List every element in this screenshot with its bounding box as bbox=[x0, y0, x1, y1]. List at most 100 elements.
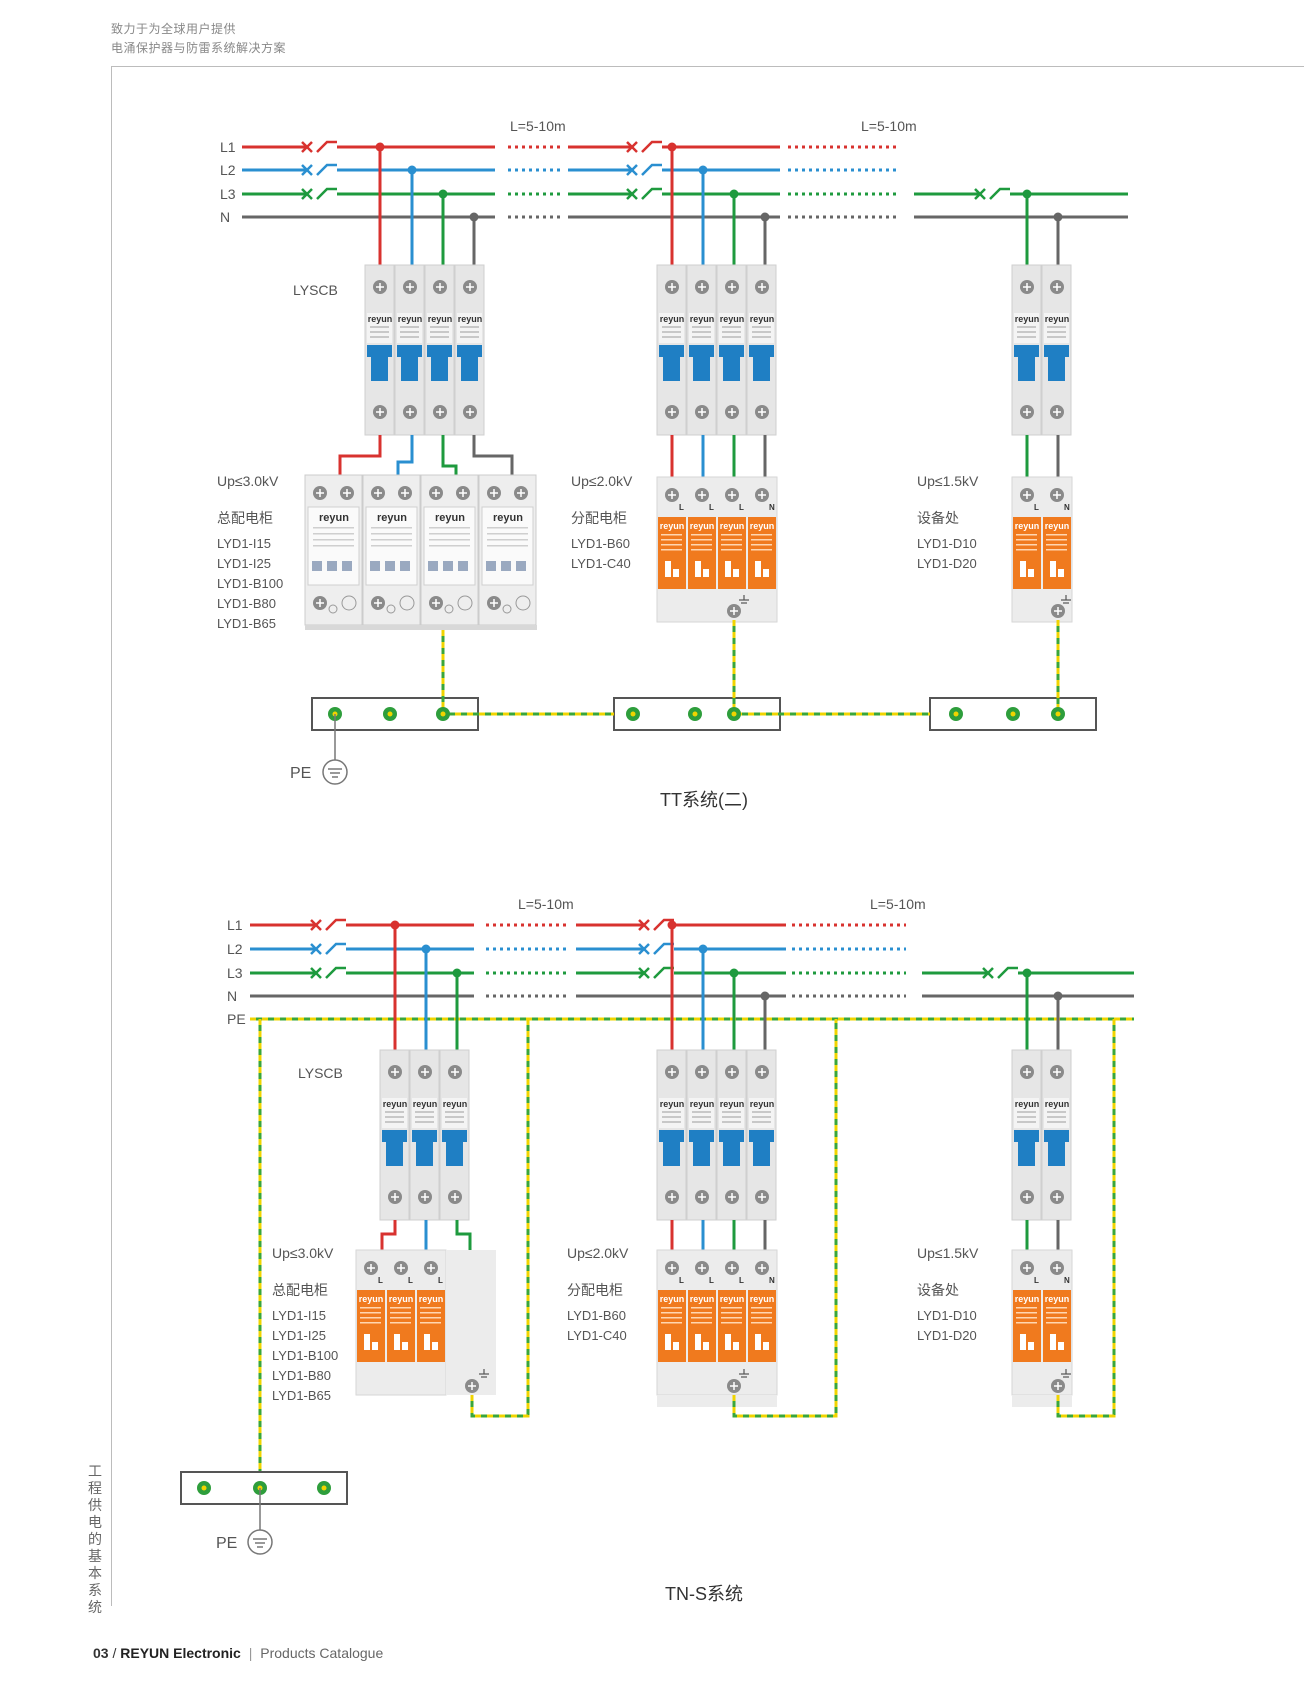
tt-junction-2 bbox=[667, 142, 677, 152]
spd-screw bbox=[695, 488, 709, 502]
spd-terminal-label: L bbox=[709, 1276, 714, 1285]
breaker-spec-line bbox=[1047, 336, 1066, 338]
spd-spec-line bbox=[721, 1322, 742, 1324]
breaker-spec-line bbox=[752, 1121, 771, 1123]
spd-module bbox=[688, 1290, 716, 1362]
footer-separator: | bbox=[248, 1645, 253, 1661]
tns-spd-1-ext bbox=[446, 1250, 496, 1395]
footer-catalogue: Products Catalogue bbox=[260, 1645, 384, 1661]
breaker-spec-line bbox=[370, 326, 389, 328]
tt-pe-label: PE bbox=[290, 765, 311, 782]
spd-grey-port bbox=[515, 595, 531, 611]
spd-brand-text: reyun bbox=[750, 1294, 775, 1304]
tt-pe-terminal-inner bbox=[1010, 711, 1016, 717]
spd-spec-line bbox=[721, 534, 742, 536]
tt-s1-switch-x bbox=[301, 141, 313, 153]
breaker-screw-top bbox=[403, 280, 417, 294]
spd-terminal-label: L bbox=[1034, 1276, 1039, 1285]
tt-conn-1c bbox=[441, 435, 458, 478]
spd-grey-screw bbox=[313, 486, 327, 500]
tt-s2-switch-x-b bbox=[626, 188, 638, 200]
spd-grey-spec bbox=[371, 545, 412, 547]
spd-spec-line bbox=[661, 1312, 682, 1314]
spd-spec-line bbox=[691, 1322, 712, 1324]
spd-window bbox=[695, 561, 701, 577]
tns-pe-link-2-yellow bbox=[732, 1019, 838, 1418]
breaker-screw-bottom bbox=[755, 1190, 769, 1204]
tns-line-label-l3: L3 bbox=[227, 965, 243, 981]
breaker-screw-top bbox=[373, 280, 387, 294]
spd-grey-brand: reyun bbox=[435, 512, 465, 524]
breaker-screw-bottom bbox=[1050, 1190, 1064, 1204]
tt-pe-terminal bbox=[436, 707, 450, 721]
spd-screw bbox=[755, 488, 769, 502]
tt-stage1-up-value: Up≤3.0kV bbox=[217, 473, 279, 489]
tns-spd-2-ext bbox=[657, 1395, 777, 1407]
spd-spec-line bbox=[691, 1312, 712, 1314]
tt-s1-switch-x-b bbox=[301, 188, 313, 200]
tt-conn-1d bbox=[472, 435, 514, 478]
breaker-spec-line bbox=[722, 336, 741, 338]
spd-module bbox=[658, 1290, 686, 1362]
tns-s2-switch-x bbox=[638, 919, 650, 931]
breaker-spec-line bbox=[1047, 1121, 1066, 1123]
spd-spec-line bbox=[1046, 544, 1067, 546]
tt-stage2-up-value: Up≤2.0kV bbox=[571, 473, 633, 489]
tt-line-label-n: N bbox=[220, 209, 230, 225]
breaker-handle-top bbox=[689, 1130, 714, 1142]
breaker-screw-bottom bbox=[403, 405, 417, 419]
breaker-screw-bottom bbox=[448, 1190, 462, 1204]
spd-spec-line bbox=[751, 544, 772, 546]
spd-terminal-label: N bbox=[769, 503, 775, 512]
breaker-screw-top bbox=[1020, 280, 1034, 294]
spd-window bbox=[665, 561, 671, 577]
spd-terminal-label: L bbox=[679, 503, 684, 512]
breaker-screw-bottom bbox=[695, 405, 709, 419]
spd-grey-spec bbox=[487, 539, 528, 541]
tt-pe-terminal bbox=[688, 707, 702, 721]
spd-window bbox=[725, 561, 731, 577]
tns-pe-link-1-yellow bbox=[470, 1019, 530, 1418]
spd-grey-rail bbox=[305, 625, 537, 630]
tns-stage3-up-value: Up≤1.5kV bbox=[917, 1245, 979, 1261]
tns-s1-switch-x bbox=[310, 967, 322, 979]
tt-junction-2 bbox=[760, 212, 770, 222]
tns-line-label-pe: PE bbox=[227, 1011, 246, 1027]
spd-spec-line bbox=[661, 549, 682, 551]
breaker-screw-top bbox=[665, 280, 679, 294]
breaker-spec-line bbox=[370, 331, 389, 333]
breaker-spec-line bbox=[692, 1116, 711, 1118]
tns-stage1-model: LYD1-I25 bbox=[272, 1328, 326, 1343]
spd-grey-screw bbox=[340, 486, 354, 500]
tns-s2-switch-x-b bbox=[638, 943, 650, 955]
breaker-brand-text: reyun bbox=[413, 1099, 438, 1109]
tt-pe-terminal-inner bbox=[630, 711, 636, 717]
tt-pe-terminal-inner bbox=[953, 711, 959, 717]
breaker-screw-bottom bbox=[1020, 405, 1034, 419]
breaker-handle bbox=[431, 357, 448, 381]
spd-window bbox=[665, 1334, 671, 1350]
tns-spd-1-ground-mark bbox=[479, 1369, 489, 1378]
spd-spec-line bbox=[360, 1322, 381, 1324]
spd-indicator bbox=[763, 569, 769, 577]
tns-junction-1 bbox=[390, 920, 400, 930]
spd-grey-port bbox=[457, 595, 473, 611]
spd-spec-line bbox=[1046, 1317, 1067, 1319]
tt-line-label-l3: L3 bbox=[220, 186, 236, 202]
spd-spec-line bbox=[1016, 1317, 1037, 1319]
breaker-screw-top bbox=[755, 1065, 769, 1079]
tns-s1-switch bbox=[325, 918, 346, 931]
top-rule bbox=[111, 66, 1304, 67]
spd-spec-line bbox=[661, 534, 682, 536]
breaker-spec-line bbox=[1017, 1116, 1036, 1118]
spd-spec-line bbox=[661, 1317, 682, 1319]
tt-pe-terminal bbox=[1051, 707, 1065, 721]
tns-junction-2 bbox=[698, 944, 708, 954]
